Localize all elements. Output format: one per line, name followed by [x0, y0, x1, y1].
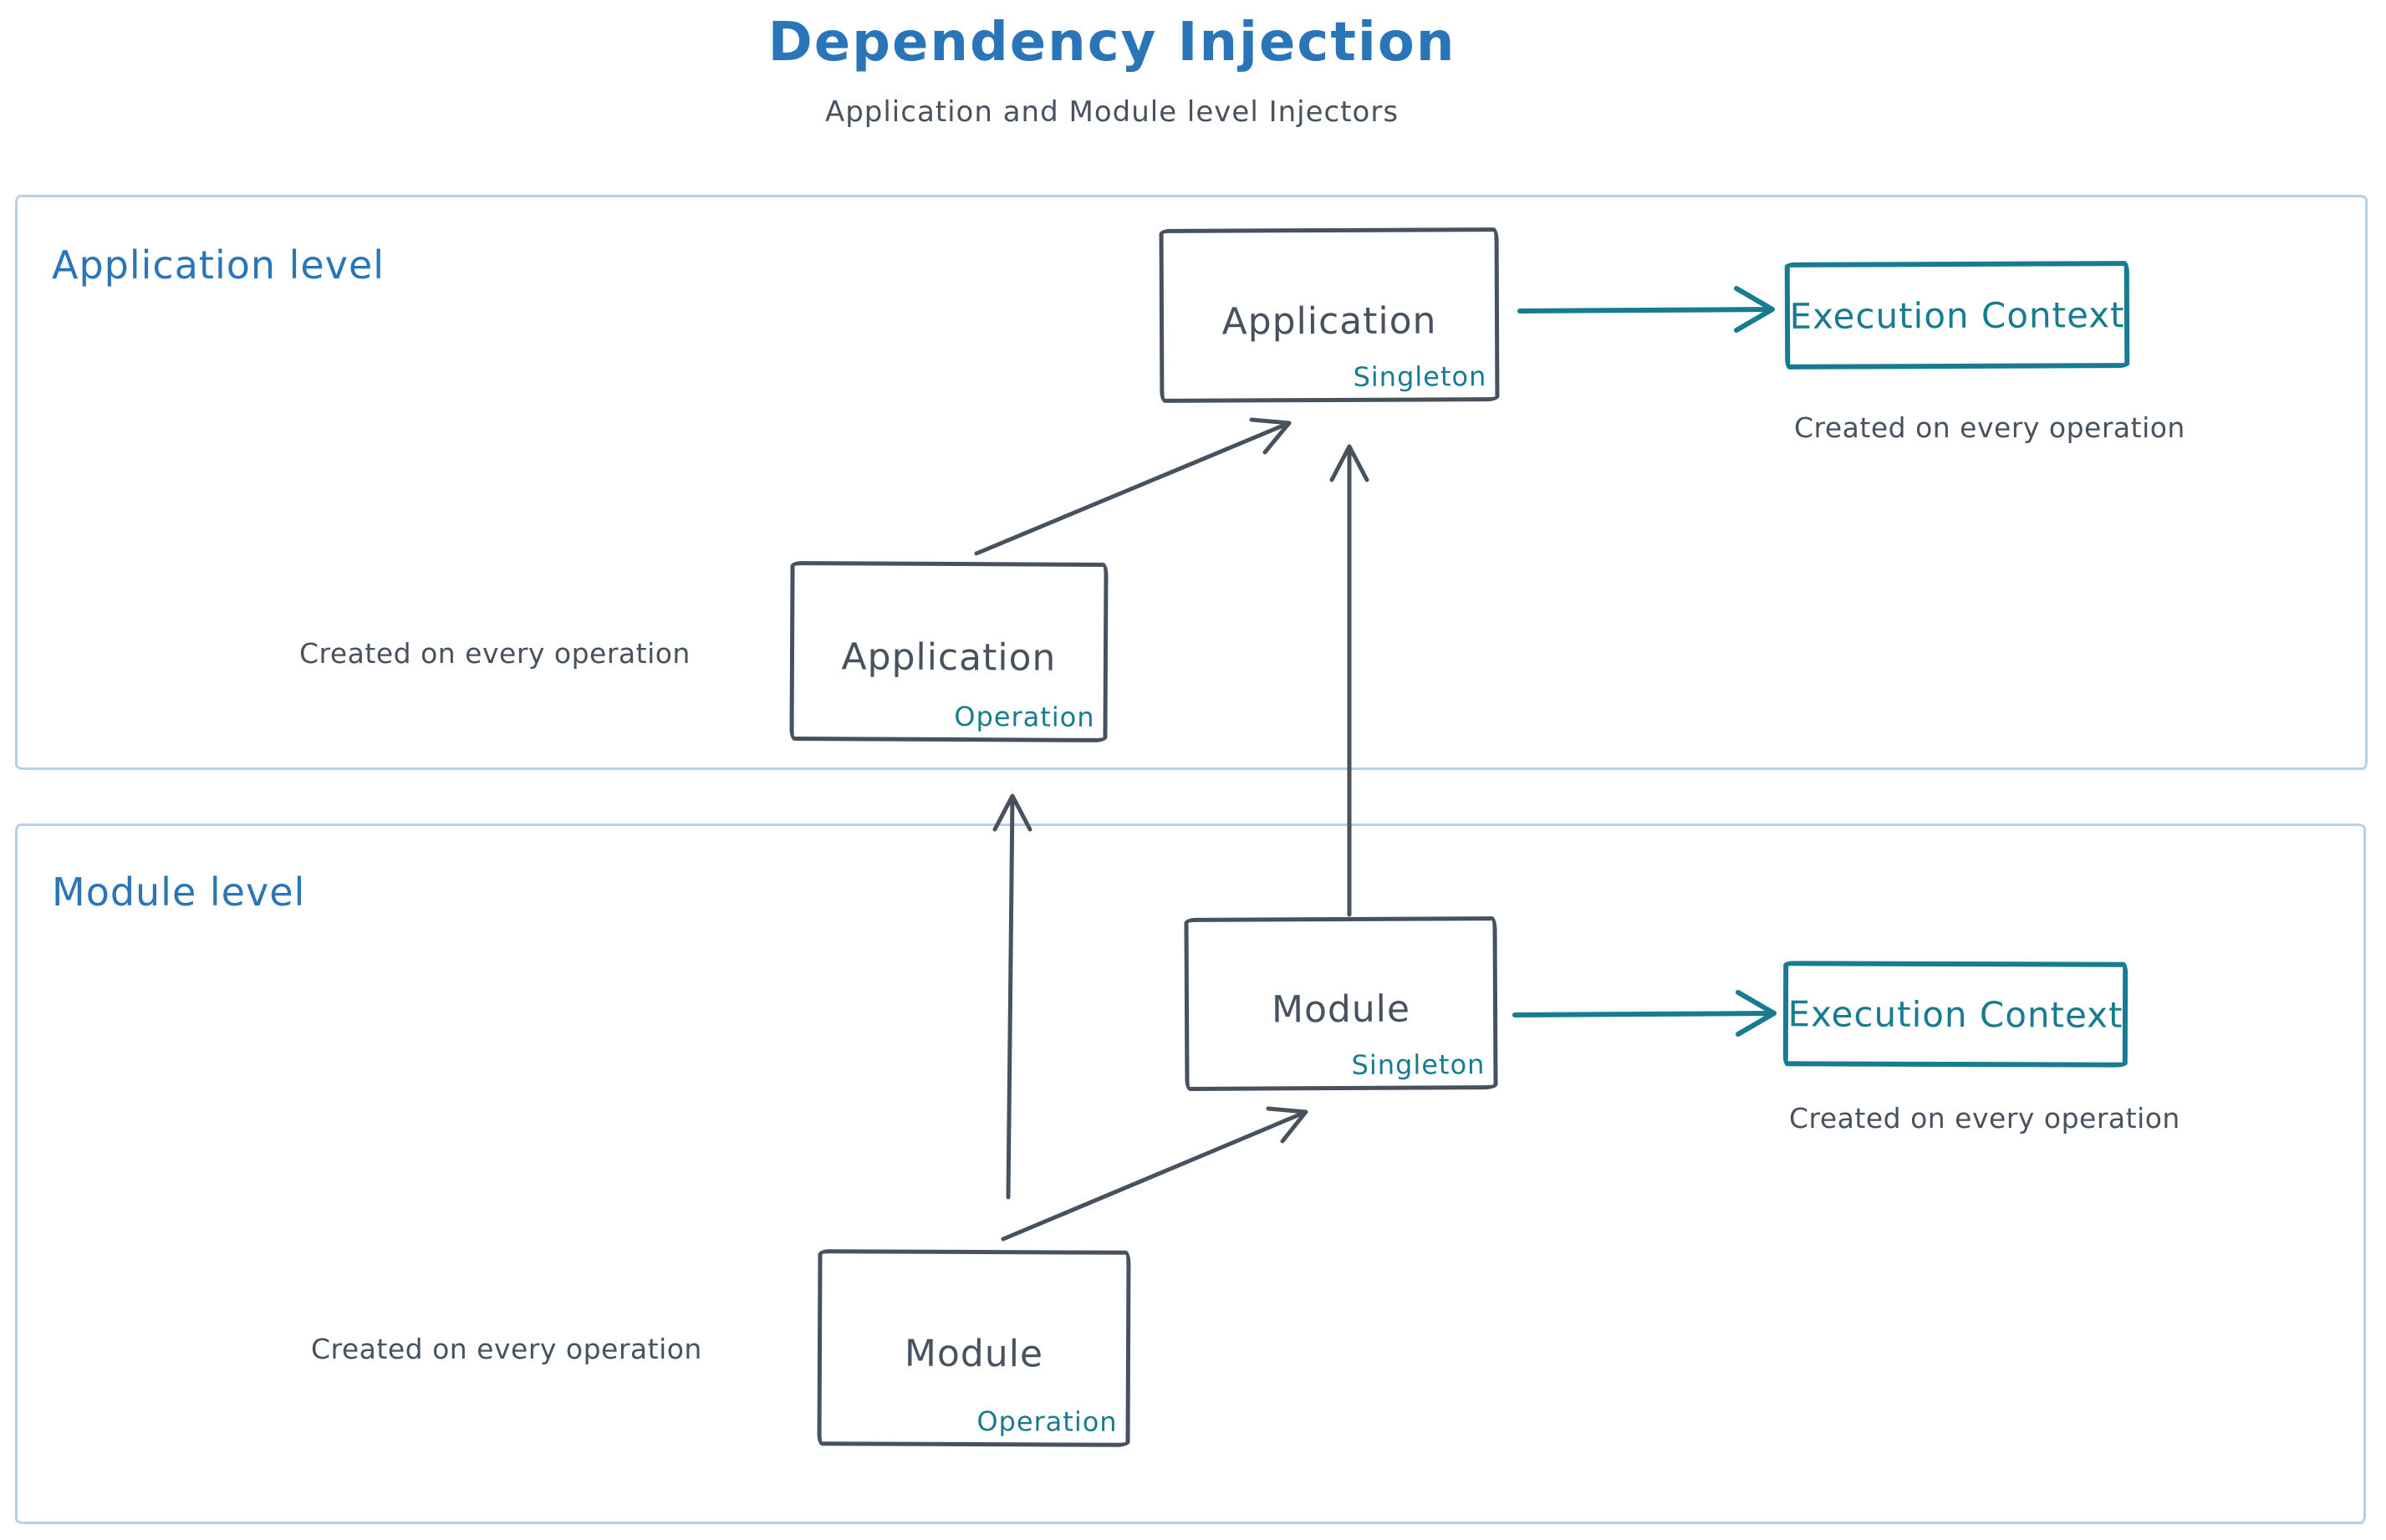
- application-execution-context-label: Execution Context: [1789, 293, 2125, 337]
- module-operation-caption: Created on every operation: [311, 1333, 702, 1365]
- module-execution-context-caption: Created on every operation: [1789, 1102, 2180, 1135]
- application-singleton-title: Application: [1221, 298, 1437, 344]
- page-title: Dependency Injection: [767, 12, 1456, 74]
- module-operation-title: Module: [904, 1332, 1044, 1376]
- module-execution-context-label: Execution Context: [1787, 992, 2123, 1036]
- module-singleton-box: Module Singleton: [1184, 916, 1498, 1091]
- application-execution-context-box: Execution Context: [1784, 261, 2130, 370]
- module-level-label: Module level: [52, 869, 306, 915]
- module-execution-context-box: Execution Context: [1782, 961, 2129, 1068]
- application-execution-context-caption: Created on every operation: [1794, 411, 2185, 444]
- diagram-header: Dependency Injection Application and Mod…: [0, 12, 2224, 129]
- module-singleton-scope: Singleton: [1351, 1048, 1486, 1081]
- application-operation-box: Application Operation: [789, 561, 1109, 742]
- module-operation-scope: Operation: [976, 1405, 1118, 1438]
- module-singleton-title: Module: [1271, 987, 1411, 1032]
- page-subtitle: Application and Module level Injectors: [824, 95, 1399, 129]
- application-singleton-box: Application Singleton: [1159, 227, 1500, 403]
- application-operation-caption: Created on every operation: [299, 637, 691, 670]
- module-operation-box: Module Operation: [817, 1249, 1131, 1447]
- application-singleton-scope: Singleton: [1353, 360, 1487, 393]
- application-level-label: Application level: [52, 242, 385, 288]
- application-operation-scope: Operation: [954, 701, 1095, 733]
- application-operation-title: Application: [841, 635, 1057, 680]
